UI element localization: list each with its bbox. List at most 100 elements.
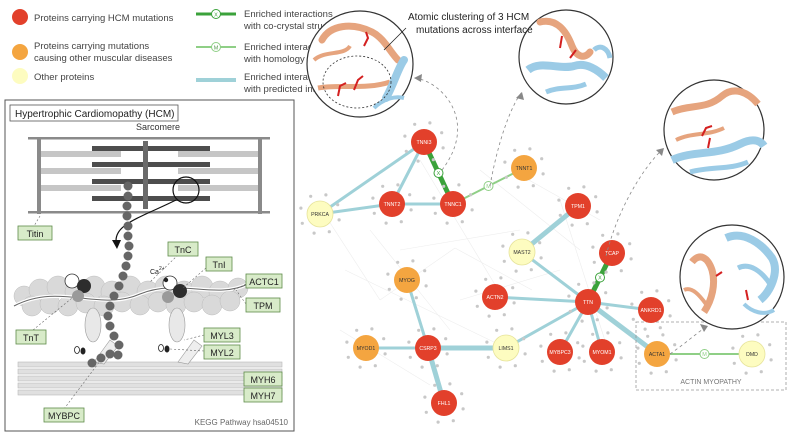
node-circle-actn2 [482,284,508,310]
node-tnnt1[interactable]: TNNT1 [503,147,545,189]
node-circle-tnnt1 [511,155,537,181]
label-actc1: ACTC1 [231,273,283,292]
node-dmd[interactable]: DMD [731,333,773,375]
node-halo-tcap [591,232,633,274]
label-tpm: TPM [235,289,281,313]
node-actn2[interactable]: ACTN2 [474,276,516,318]
node-label-mast2: MAST2 [513,250,530,256]
node-tnnt2[interactable]: TNNT2 [371,183,413,225]
calcium-label: Ca [150,269,159,276]
label-myh6-text: MYH6 [250,375,275,385]
legend-swatch-muscular [12,44,28,60]
edge-ttn-acta1 [585,299,660,357]
legend-label-predicted-1: Enriched interactions [244,72,333,83]
node-label-tpm1: TPM1 [571,204,585,210]
node-halo-tpm1 [557,185,599,227]
node-myod1[interactable]: MYOD1 [345,327,387,369]
node-acta1[interactable]: ACTA1 [636,333,678,375]
node-csrp3[interactable]: CSRP3 [407,327,449,369]
sarcomere-label: Sarcomere [136,122,180,132]
legend-node-muscular: Proteins carrying mutations causing othe… [12,41,173,64]
label-tni-text: TnI [212,260,225,270]
legend-label-muscular-1: Proteins carrying mutations [34,41,149,52]
node-label-dmd: DMD [746,352,758,358]
node-label-tnnt2: TNNT2 [384,202,401,208]
node-mybpc3[interactable]: MYBPC3 [539,331,581,373]
node-circle-tcap [599,240,625,266]
myosin-rods [17,361,283,396]
legend-node-hcm: Proteins carrying HCM mutations [12,9,174,25]
annotation-line2: mutations across interface [416,25,533,36]
troponin-complex-left [64,273,91,302]
node-circle-myom1 [589,339,615,365]
node-halo-ttn [567,281,609,323]
legend-swatch-other [12,68,28,84]
node-ankrd1[interactable]: ANKRD1 [630,289,672,331]
edge-badge-text-acta1-dmd: M [702,352,707,358]
label-actc1-text: ACTC1 [249,277,279,287]
edge-badge-text-ttn-tcap: X [598,276,602,282]
node-circle-myod1 [353,335,379,361]
node-ttn[interactable]: TTN [567,281,609,323]
node-halo-acta1 [636,333,678,375]
legend-node-other: Other proteins [12,68,94,84]
node-halo-fhl1 [423,382,465,424]
inset-tnni3-tnnc1 [306,10,414,118]
node-halo-actn2 [474,276,516,318]
node-halo-prkca [299,193,341,235]
legend-badge-crystal [211,9,221,19]
node-halo-csrp3 [407,327,449,369]
label-titin: Titin [17,215,53,241]
label-tnc-text: TnC [174,245,192,255]
node-tcap[interactable]: TCAP [591,232,633,274]
node-halo-mast2 [501,231,543,273]
node-halo-myog [386,259,428,301]
zoom-arrowhead [112,240,121,249]
node-label-tcap: TCAP [605,251,619,257]
label-tnt: TnT [15,297,73,345]
label-tnc: TnC [149,241,199,283]
node-myog[interactable]: MYOG [386,259,428,301]
node-halo-mybpc3 [539,331,581,373]
label-tni: TnI [182,256,233,289]
node-tpm1[interactable]: TPM1 [557,185,599,227]
legend-label-hcm: Proteins carrying HCM mutations [34,13,174,24]
legend-edge-crystal: X Enriched interactions with co-crystal … [196,9,349,32]
annotation-line1: Atomic clustering of 3 HCM [408,12,529,23]
edge-badge-tnni3-tnnc1 [433,168,444,178]
node-myom1[interactable]: MYOM1 [581,331,623,373]
connector-tnnt1 [489,91,523,187]
node-prkca[interactable]: PRKCA [299,193,341,235]
label-myl2-text: MYL2 [210,348,234,358]
node-lims1[interactable]: LIMS1 [485,327,527,369]
node-tnnc1[interactable]: TNNC1 [432,183,474,225]
inset-connector-arrowheads [414,74,708,332]
node-tnni3[interactable]: TNNI3 [403,121,445,163]
m-line [143,141,148,209]
node-circle-lims1 [492,334,520,362]
node-label-acta1: ACTA1 [649,352,665,358]
legend-badge-crystal-text: X [214,13,218,19]
kegg-caption: KEGG Pathway hsa04510 [195,418,289,427]
calcium-ion [163,277,169,283]
node-circle-tnni3 [411,129,437,155]
node-circle-ankrd1 [638,297,664,323]
node-fhl1[interactable]: FHL1 [423,382,465,424]
sarcomere-diagram [28,137,270,249]
hcm-title-box [9,104,179,122]
z-disc-left [37,137,41,214]
tropomyosin [13,283,249,307]
label-tpm-text: TPM [254,301,273,311]
legend-label-other: Other proteins [34,72,94,83]
node-mast2[interactable]: MAST2 [501,231,543,273]
node-halo-tnnc1 [432,183,474,225]
node-label-ttn: TTN [583,300,593,306]
node-circle-tnnc1 [440,191,466,217]
legend-badge-homology [211,42,221,52]
node-label-csrp3: CSRP3 [419,346,436,352]
node-label-actn2: ACTN2 [486,295,503,301]
label-myh6: MYH6 [243,371,283,387]
calcium-superscript: 2+ [159,266,165,272]
